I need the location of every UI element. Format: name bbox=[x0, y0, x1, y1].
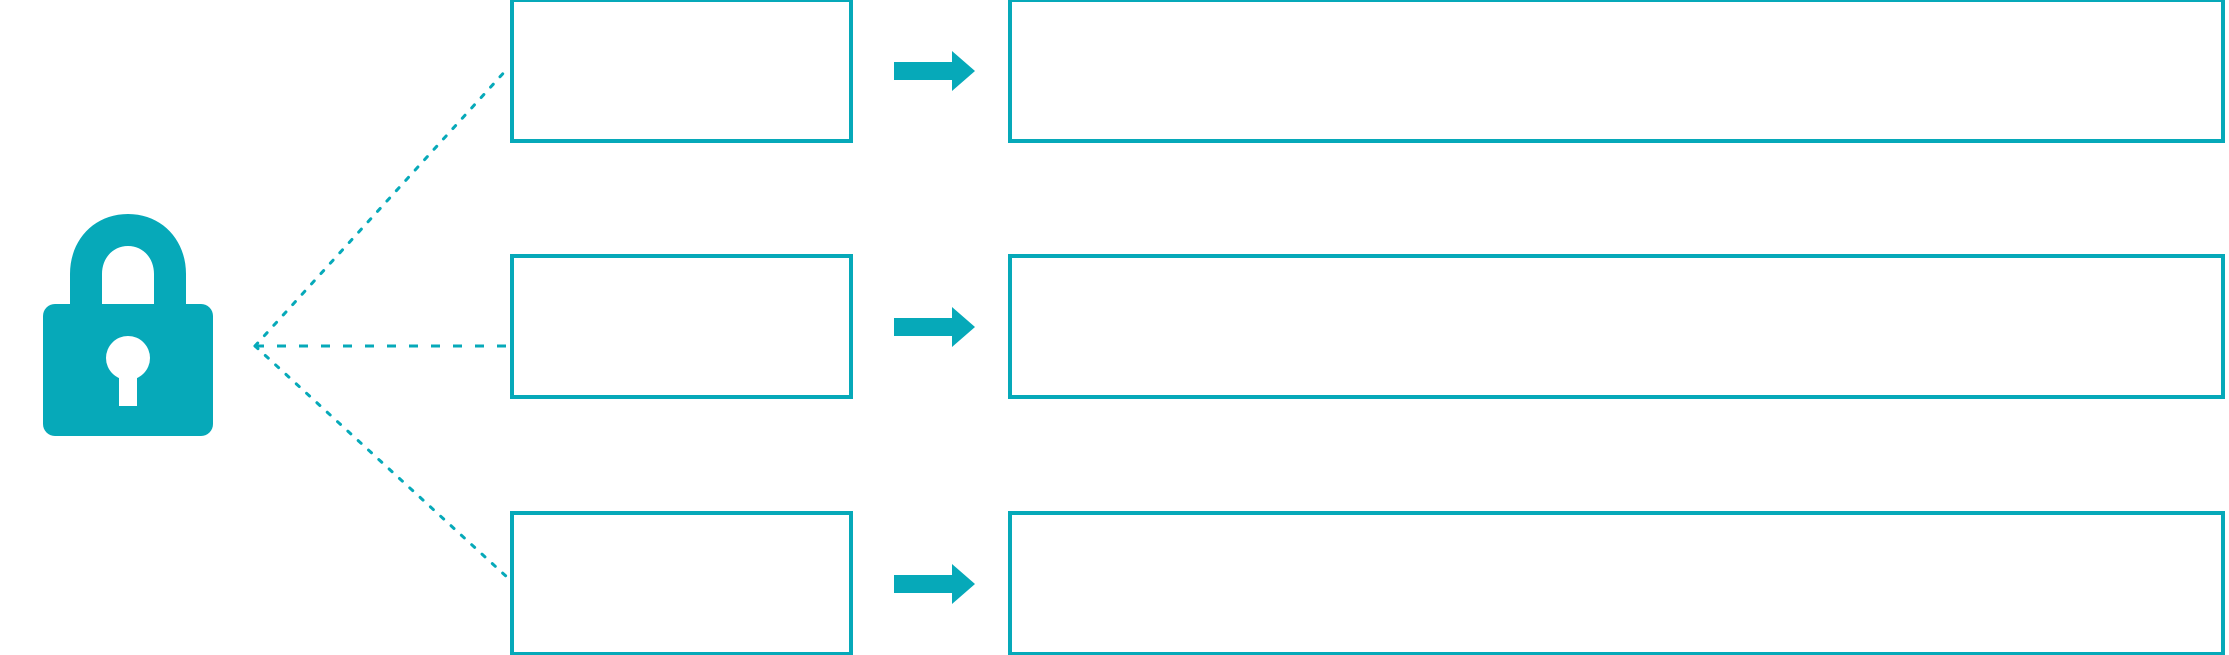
source-box-3[interactable] bbox=[510, 511, 853, 655]
lock-icon bbox=[40, 210, 216, 440]
target-box-2[interactable] bbox=[1008, 254, 2225, 399]
source-box-2[interactable] bbox=[510, 254, 853, 399]
diagram-row bbox=[0, 511, 2229, 655]
target-box-1[interactable] bbox=[1008, 0, 2225, 143]
diagram-row bbox=[0, 254, 2229, 399]
target-box-3[interactable] bbox=[1008, 511, 2225, 655]
diagram-row bbox=[0, 0, 2229, 143]
arrow-right-icon bbox=[894, 50, 976, 92]
arrow-right-icon bbox=[894, 306, 976, 348]
source-box-1[interactable] bbox=[510, 0, 853, 143]
arrow-right-icon bbox=[894, 563, 976, 605]
